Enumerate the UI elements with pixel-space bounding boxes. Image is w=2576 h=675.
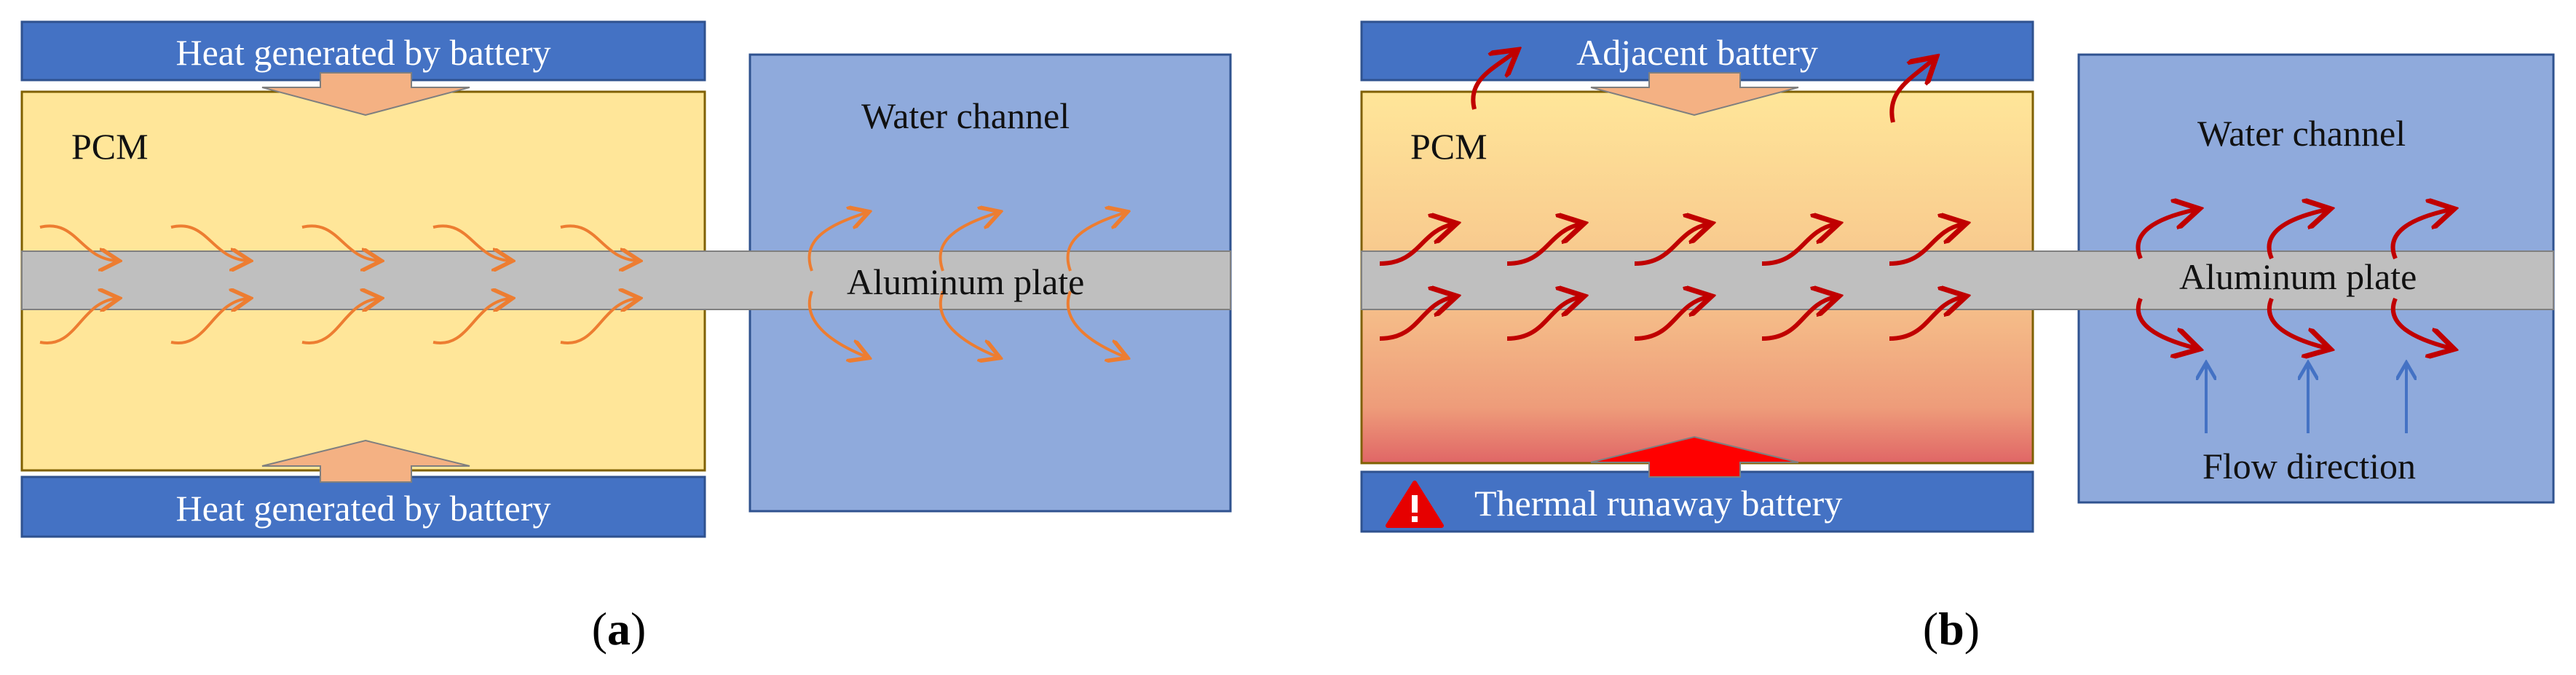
heat-arrow-down-icon (1590, 72, 1799, 117)
flow-arrow-icon (560, 224, 637, 261)
water-flow-arrows (2206, 366, 2406, 433)
bottom-battery-bar (20, 475, 706, 538)
pcm-label: PCM (71, 126, 149, 167)
flow-arrow-icon (1634, 297, 1707, 341)
flow-arrow-icon (939, 291, 997, 357)
flow-arrow-icon (560, 299, 637, 345)
heat-arrow-up-icon (261, 439, 470, 483)
heat-flow-arrows (1379, 52, 2450, 348)
flow-arrow-icon (1761, 297, 1835, 341)
heat-arrow-up-hot-icon (1590, 435, 1799, 478)
bottom-battery-label: Heat generated by battery (175, 488, 551, 529)
thermal-runaway-battery-label: Thermal runaway battery (1474, 483, 1843, 524)
flow-arrow-icon (807, 291, 866, 357)
flow-arrow-icon (1889, 297, 1962, 341)
flow-arrow-icon (2136, 297, 2195, 348)
flow-arrow-icon (2267, 210, 2326, 260)
flow-arrow-icon (301, 299, 379, 345)
aluminum-plate-label: Aluminum plate (2179, 256, 2417, 297)
flow-arrow-icon (1761, 224, 1835, 266)
heat-flow-arrows (39, 213, 1125, 357)
flow-arrow-icon (39, 224, 116, 261)
top-battery-bar (20, 20, 706, 82)
flow-arrow-icon (1506, 224, 1580, 266)
panel-b-caption: (b) (1922, 603, 1980, 655)
flow-arrow-icon (1506, 297, 1580, 341)
flow-arrow-icon (1634, 224, 1707, 266)
panel-a (20, 20, 1232, 538)
water-channel-label: Water channel (861, 95, 1070, 136)
heat-arrow-down-icon (261, 72, 470, 117)
pcm-label: PCM (1410, 126, 1487, 167)
flow-arrow-icon (807, 213, 866, 272)
warning-triangle-icon (1386, 481, 1444, 528)
flow-arrow-icon (1471, 52, 1514, 110)
flow-arrow-icon (939, 213, 997, 272)
flow-arrow-icon (2390, 210, 2450, 260)
flow-arrow-icon (1066, 291, 1125, 357)
flow-arrow-icon (432, 224, 510, 261)
bottom-battery-bar (1360, 470, 2034, 533)
flow-arrow-icon (170, 224, 248, 261)
flow-arrow-icon (2136, 210, 2195, 260)
aluminum-plate-label: Aluminum plate (847, 261, 1085, 302)
flow-arrow-icon (1889, 60, 1933, 123)
flow-arrow-icon (301, 224, 379, 261)
panel-b (1360, 20, 2555, 533)
flow-arrow-icon (1379, 224, 1453, 266)
flow-arrow-icon (2267, 297, 2326, 348)
flow-arrow-icon (1379, 297, 1453, 341)
flow-arrow-icon (39, 299, 116, 345)
flow-arrow-icon (1889, 224, 1962, 266)
flow-direction-label: Flow direction (2202, 446, 2417, 486)
water-channel-label: Water channel (2197, 113, 2406, 154)
flow-arrow-icon (2390, 297, 2450, 348)
flow-arrow-icon (1066, 213, 1125, 272)
panel-a-caption: (a) (591, 603, 647, 655)
flow-arrow-icon (170, 299, 248, 345)
top-battery-label: Heat generated by battery (175, 32, 551, 73)
adjacent-battery-label: Adjacent battery (1576, 32, 1818, 73)
flow-arrow-icon (432, 299, 510, 345)
